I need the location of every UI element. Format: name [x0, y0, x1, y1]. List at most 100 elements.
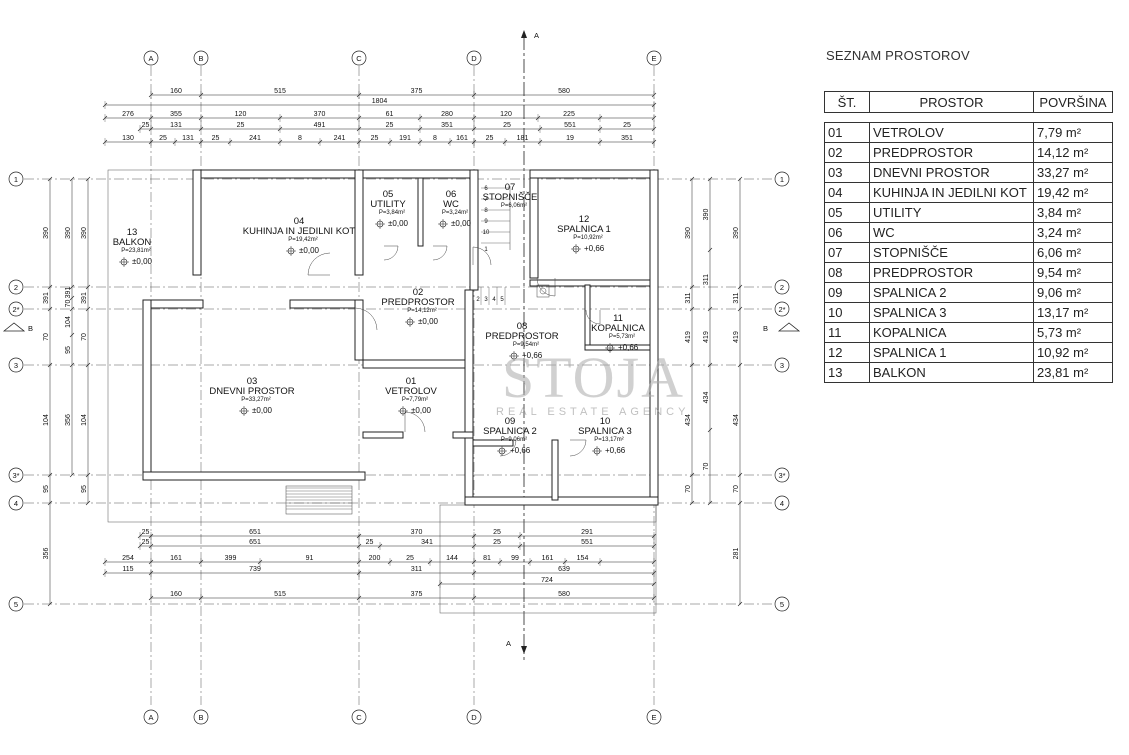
- dim-top-3-value: 61: [386, 111, 394, 118]
- wall: [354, 169, 364, 276]
- dim-top-1-value: 515: [274, 88, 286, 95]
- dim-top-5-value: 241: [334, 135, 346, 142]
- dim-right-2-value: 434: [703, 392, 710, 404]
- dim-right-1-tick: [689, 176, 695, 182]
- room-name: PREDPROSTOR: [381, 297, 454, 308]
- room-level: ±0,00: [451, 219, 472, 228]
- grid-label-top: A: [148, 54, 153, 63]
- room-name-cell: BALKON: [869, 362, 1034, 383]
- dim-left-1-value: 391: [43, 292, 50, 304]
- dim-top-3-value: 355: [170, 111, 182, 118]
- grid-bubble-left: [8, 171, 24, 187]
- dim-bottom-2-value: 551: [581, 539, 593, 546]
- grid-bubble-left: [8, 301, 24, 317]
- dim-bottom-1-value: 651: [249, 529, 261, 536]
- section-label-a-top: A: [534, 31, 539, 40]
- dim-bottom-3-value: 254: [122, 555, 134, 562]
- room-number: 09: [505, 416, 516, 427]
- dim-bottom-3-value: 144: [446, 555, 458, 562]
- wall: [529, 169, 659, 179]
- dim-top-4-value: 25: [503, 122, 511, 129]
- dim-top-1-value: 375: [411, 88, 423, 95]
- grid-label-left: 3*: [12, 471, 19, 480]
- stair-step-number: 1: [484, 247, 488, 253]
- header-room: PROSTOR: [869, 91, 1034, 113]
- room-num-cell: 05: [824, 202, 870, 223]
- dim-right-3-value: 419: [733, 331, 740, 343]
- dim-bottom-3-value: 25: [406, 555, 414, 562]
- dim-top-3-value: 225: [563, 111, 575, 118]
- room-num-cell: 09: [824, 282, 870, 303]
- dim-top-5-value: 8: [298, 135, 302, 142]
- door-swing-spalnica3: [569, 439, 587, 457]
- room-area-cell: 10,92 m²: [1033, 342, 1113, 363]
- dim-top-3-value: 280: [441, 111, 453, 118]
- dim-top-3-value: 120: [235, 111, 247, 118]
- room-level: +0,66: [522, 351, 543, 360]
- wall: [649, 169, 659, 506]
- wall: [417, 177, 424, 247]
- door-swing-living: [354, 307, 378, 331]
- dim-bottom-3-value: 81: [483, 555, 491, 562]
- room-name-cell: SPALNICA 3: [869, 302, 1034, 323]
- grid-label-top: B: [198, 54, 203, 63]
- dim-right-3-value: 390: [733, 227, 740, 239]
- dim-bottom-3-value: 399: [225, 555, 237, 562]
- door-swing-spalnica1: [536, 277, 556, 297]
- stair-step-number: 3: [484, 297, 488, 303]
- grid-bubble-top: [351, 50, 367, 66]
- stair-step-number: 8: [484, 208, 488, 214]
- dim-left-3-tick: [85, 176, 91, 182]
- room-num-cell: 08: [824, 262, 870, 283]
- room-area-cell: 5,73 m²: [1033, 322, 1113, 343]
- grid-bubble-right: [774, 357, 790, 373]
- room-level: ±0,00: [418, 317, 439, 326]
- dim-bottom-3-value: 91: [306, 555, 314, 562]
- room-num-cell: 02: [824, 142, 870, 163]
- room-area-cell: 6,06 m²: [1033, 242, 1113, 263]
- dim-left-3-value: 391: [81, 292, 88, 304]
- room-number: 05: [383, 189, 394, 200]
- grid-label-left: 1: [14, 175, 18, 184]
- room-area-cell: 23,81 m²: [1033, 362, 1113, 383]
- dim-right-1-tick: [689, 306, 695, 312]
- wall: [584, 284, 591, 346]
- dim-bottom-2-value: 25: [493, 539, 501, 546]
- room-number: 03: [247, 376, 258, 387]
- dim-bottom-1-value: 25: [493, 529, 501, 536]
- room-area: P=19,42m²: [288, 237, 318, 243]
- dim-right-3-tick: [737, 176, 743, 182]
- stair-step-number: 2: [476, 297, 480, 303]
- room-name-cell: UTILITY: [869, 202, 1034, 223]
- room-level: +0,66: [605, 446, 626, 455]
- dim-bottom-6-value: 160: [170, 591, 182, 598]
- dim-left-2-tick: [69, 332, 75, 338]
- dim-top-5-value: 191: [399, 135, 411, 142]
- dim-bottom-2-value: 25: [142, 539, 150, 546]
- grid-label-top: E: [651, 54, 656, 63]
- stair-step-number: 10: [483, 230, 490, 236]
- room-num-cell: 06: [824, 222, 870, 243]
- room-name: KOPALNICA: [591, 323, 645, 334]
- dim-bottom-3-value: 161: [170, 555, 182, 562]
- grid-bubble-top: [646, 50, 662, 66]
- dim-top-5-value: 181: [517, 135, 529, 142]
- room-name-cell: DNEVNI PROSTOR: [869, 162, 1034, 183]
- room-level: ±0,00: [411, 406, 432, 415]
- dim-bottom-2-value: 651: [249, 539, 261, 546]
- fixture-icon: [539, 287, 547, 295]
- dim-right-2-tick: [707, 500, 713, 506]
- dim-top-3-value: 120: [500, 111, 512, 118]
- dim-left-2-tick: [69, 176, 75, 182]
- header-number: ŠT.: [824, 91, 870, 113]
- stair-step-number: 5: [500, 297, 504, 303]
- dim-right-3-tick: [737, 601, 743, 607]
- door-swing-stair: [472, 246, 492, 266]
- dim-left-2-value: 70: [65, 300, 72, 308]
- wall: [551, 439, 559, 501]
- table-header-row: ŠT. PROSTOR POVRŠINA: [824, 91, 1113, 113]
- room-area: P=6,06m²: [501, 203, 527, 209]
- dim-left-1-value: 104: [43, 414, 50, 426]
- dim-left-1-tick: [47, 472, 53, 478]
